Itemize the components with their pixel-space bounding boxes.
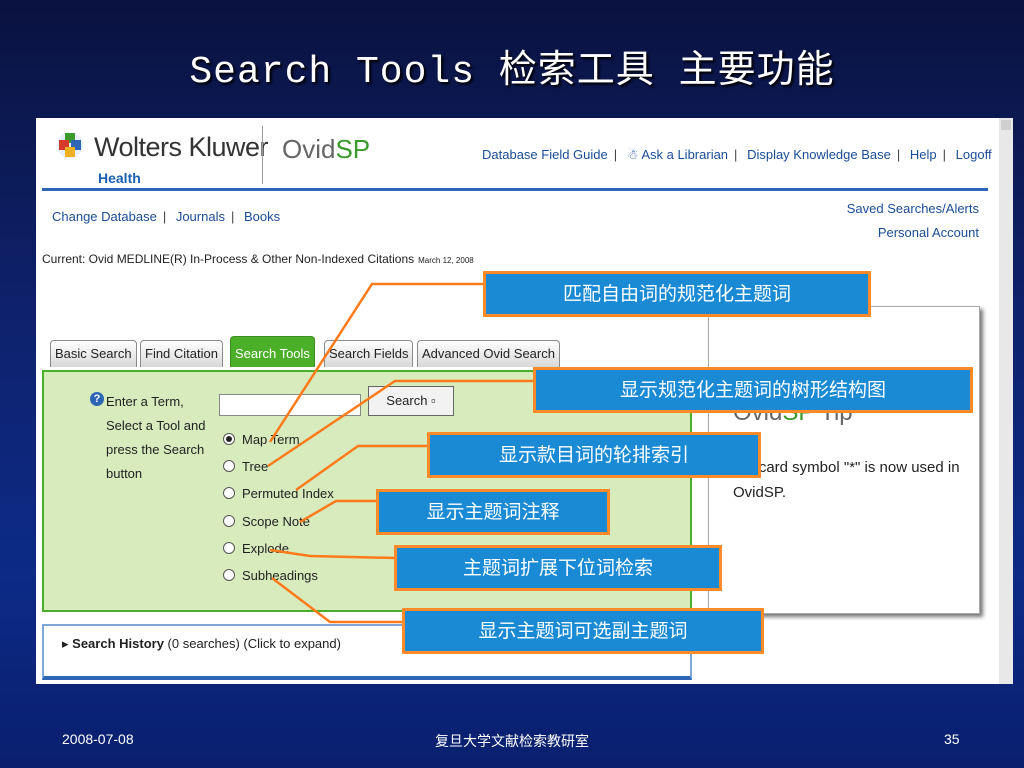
subnav: Change Database| Journals| Books [52, 209, 281, 224]
instructions: Enter a Term, Select a Tool and press th… [106, 394, 206, 481]
radio-icon[interactable] [223, 515, 235, 527]
callout-subheadings: 显示主题词可选副主题词 [402, 608, 764, 654]
callout-scope-note: 显示主题词注释 [376, 489, 610, 535]
tab-basic-search[interactable]: Basic Search [50, 340, 137, 367]
option-label: Map Term [242, 432, 300, 447]
expand-triangle-icon[interactable]: ▸ [62, 636, 69, 651]
link-help[interactable]: Help [909, 147, 937, 162]
link-journals[interactable]: Journals [175, 209, 225, 224]
header-rule [42, 188, 988, 191]
top-links: Database Field Guide| ☃ Ask a Librarian|… [482, 147, 992, 162]
tip-text: wildcard symbol "*" is now used in OvidS… [733, 459, 960, 501]
help-icon[interactable]: ? [90, 392, 104, 406]
search-history-label[interactable]: Search History [72, 636, 164, 651]
wolters-kluwer-logo-icon [57, 132, 83, 158]
radio-icon[interactable] [223, 542, 235, 554]
ovid-logo-text: Ovid [282, 134, 336, 164]
option-tree[interactable]: Tree [223, 459, 268, 474]
footer-org: 复旦大学文献检索教研室 [435, 733, 589, 749]
tab-advanced-ovid-search[interactable]: Advanced Ovid Search [417, 340, 560, 367]
option-explode[interactable]: Explode [223, 541, 289, 556]
brand-divider [262, 126, 263, 184]
radio-checked-icon[interactable] [223, 433, 235, 445]
link-saved-searches[interactable]: Saved Searches/Alerts [846, 201, 979, 216]
option-scope-note[interactable]: Scope Note [223, 514, 310, 529]
term-input[interactable] [219, 394, 361, 416]
callout-permuted-index: 显示款目词的轮排索引 [427, 432, 761, 478]
link-logoff[interactable]: Logoff [955, 147, 992, 162]
footer-date: 2008-07-08 [62, 731, 134, 747]
callout-explode: 主题词扩展下位词检索 [394, 545, 722, 591]
librarian-icon: ☃ [626, 147, 639, 162]
scrollbar[interactable] [999, 118, 1013, 684]
link-database-field-guide[interactable]: Database Field Guide [482, 147, 608, 162]
page-number: 35 [944, 731, 960, 747]
option-subheadings[interactable]: Subheadings [223, 568, 318, 583]
link-ask-a-librarian[interactable]: Ask a Librarian [641, 147, 729, 162]
current-database-label: Current: Ovid MEDLINE(R) In-Process & Ot… [42, 252, 415, 266]
callout-tree: 显示规范化主题词的树形结构图 [533, 367, 973, 413]
brand-name: Wolters Kluwer [94, 132, 269, 162]
link-books[interactable]: Books [243, 209, 281, 224]
radio-icon[interactable] [223, 487, 235, 499]
link-personal-account[interactable]: Personal Account [877, 225, 979, 240]
link-change-database[interactable]: Change Database [52, 209, 157, 224]
option-map-term[interactable]: Map Term [223, 432, 300, 447]
option-label: Permuted Index [242, 486, 334, 501]
search-history-text: ▸ Search History (0 searches) (Click to … [62, 636, 341, 652]
tab-search-tools[interactable]: Search Tools [230, 336, 315, 367]
callout-map-term: 匹配自由词的规范化主题词 [483, 271, 871, 317]
search-history-detail: (0 searches) (Click to expand) [167, 636, 341, 651]
radio-icon[interactable] [223, 460, 235, 472]
current-database-date: March 12, 2008 [418, 256, 474, 265]
option-label: Subheadings [242, 568, 318, 583]
current-database: Current: Ovid MEDLINE(R) In-Process & Ot… [42, 252, 474, 266]
option-label: Tree [242, 459, 269, 474]
ovid-logo-sp: SP [335, 134, 371, 164]
tab-search-fields[interactable]: Search Fields [324, 340, 414, 367]
tab-find-citation[interactable]: Find Citation [140, 340, 223, 367]
ovidsp-logo: OvidSP [282, 134, 370, 165]
option-label: Scope Note [242, 514, 310, 529]
option-permuted-index[interactable]: Permuted Index [223, 486, 334, 501]
link-display-knowledge-base[interactable]: Display Knowledge Base [747, 147, 891, 162]
radio-icon[interactable] [223, 569, 235, 581]
search-button[interactable]: Search ▫ [368, 386, 454, 416]
brand-sub: Health [98, 170, 141, 186]
option-label: Explode [242, 541, 289, 556]
account-links: Saved Searches/Alerts Personal Account [847, 197, 979, 245]
scroll-up-arrow-icon[interactable] [1001, 120, 1011, 130]
slide-title: Search Tools 检索工具 主要功能 [189, 51, 835, 94]
